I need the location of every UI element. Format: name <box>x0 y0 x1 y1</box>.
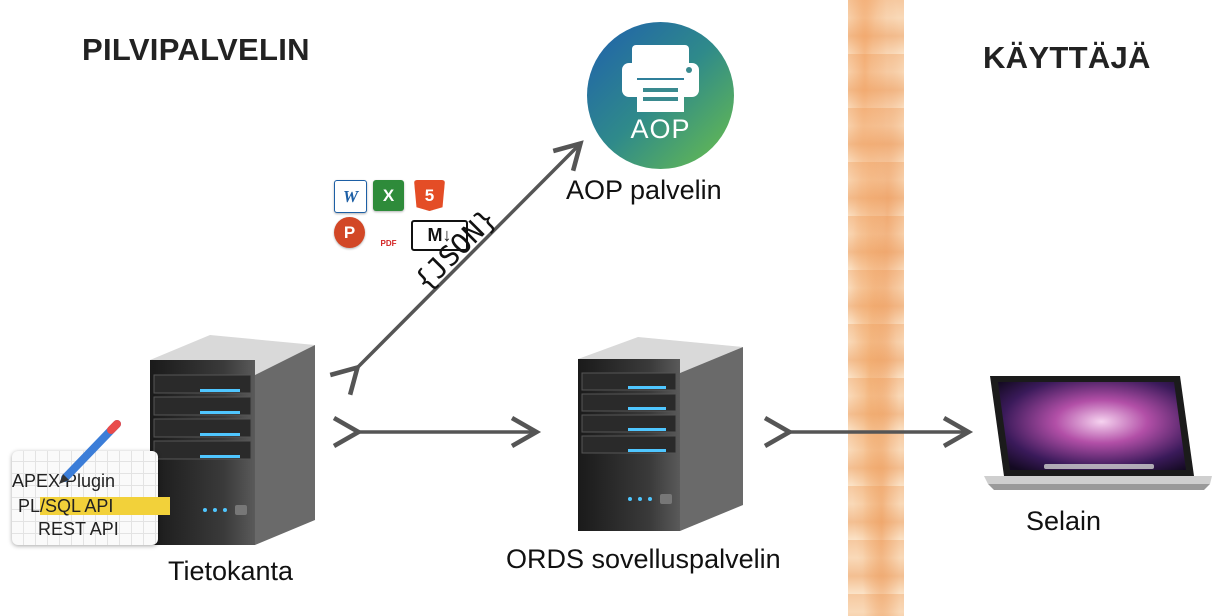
json-arrow <box>329 140 584 396</box>
highlight-bar <box>40 497 170 515</box>
markdown-icon: M↓ <box>411 220 468 251</box>
pencil-icon <box>59 420 121 484</box>
database-server-icon <box>150 335 315 545</box>
excel-icon: X <box>373 180 404 211</box>
ords-label: ORDS sovelluspalvelin <box>506 544 781 574</box>
browser-label: Selain <box>1026 506 1102 536</box>
word-icon: W <box>334 180 367 213</box>
aop-logo-text: AOP <box>630 114 691 144</box>
pdf-icon: PDF <box>373 217 404 248</box>
laptop-icon <box>984 376 1212 490</box>
firewall-band <box>848 0 904 616</box>
database-label: Tietokanta <box>168 556 294 586</box>
printer-icon <box>622 45 699 112</box>
ords-server-icon <box>578 337 743 531</box>
api-item-plsql: PL/SQL API <box>18 496 114 516</box>
cloud-heading: PILVIPALVELIN <box>82 32 310 67</box>
powerpoint-icon: P <box>334 217 365 248</box>
api-item-rest: REST API <box>38 519 119 539</box>
aop-logo: AOP <box>587 22 734 169</box>
api-card: APEX Plugin PL/SQL API REST API <box>12 451 170 545</box>
user-heading: KÄYTTÄJÄ <box>983 40 1151 75</box>
aop-label: AOP palvelin <box>566 175 722 205</box>
html5-icon: 5 <box>414 180 445 211</box>
